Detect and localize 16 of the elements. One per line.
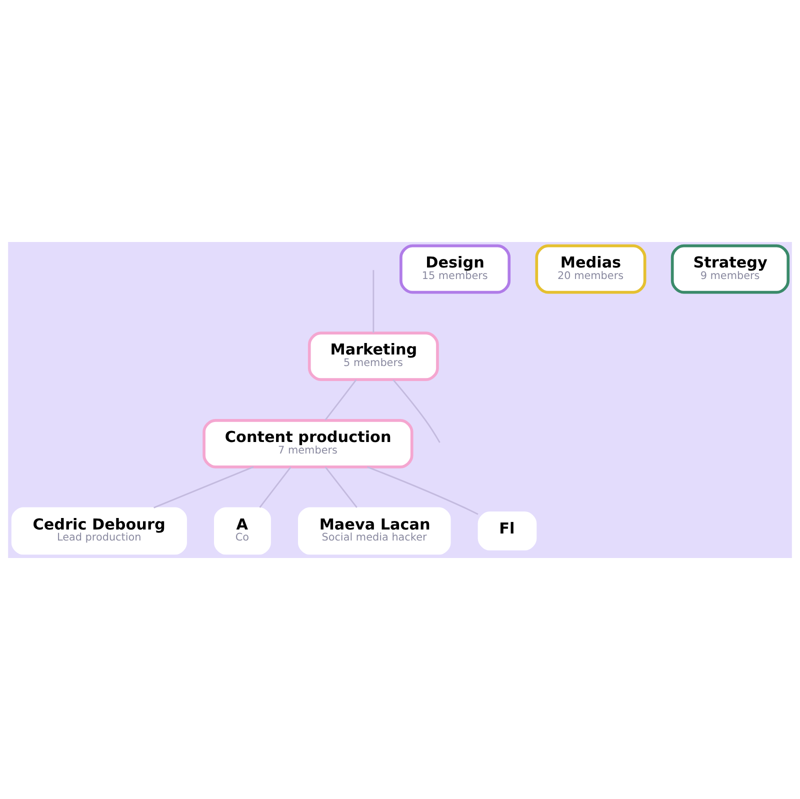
connector (259, 466, 292, 508)
node-box: Design 15 members (400, 244, 511, 294)
connector (392, 378, 440, 442)
connector (372, 270, 374, 332)
node-box: Medias 20 members (535, 244, 646, 294)
connector (324, 378, 357, 420)
node-box: Marketing 5 members (308, 331, 439, 381)
connector (324, 466, 358, 508)
node-box: A Co (214, 506, 271, 554)
connector (367, 466, 478, 514)
node-box: Maeva Lacan Social media hacker (298, 506, 451, 554)
node-box: Cedric Debourg Lead production (11, 506, 187, 554)
node-box: Content production 7 members (202, 418, 414, 468)
node-box: Strategy 9 members (670, 244, 790, 294)
node-box: Fl (478, 511, 537, 550)
connector (154, 466, 254, 508)
